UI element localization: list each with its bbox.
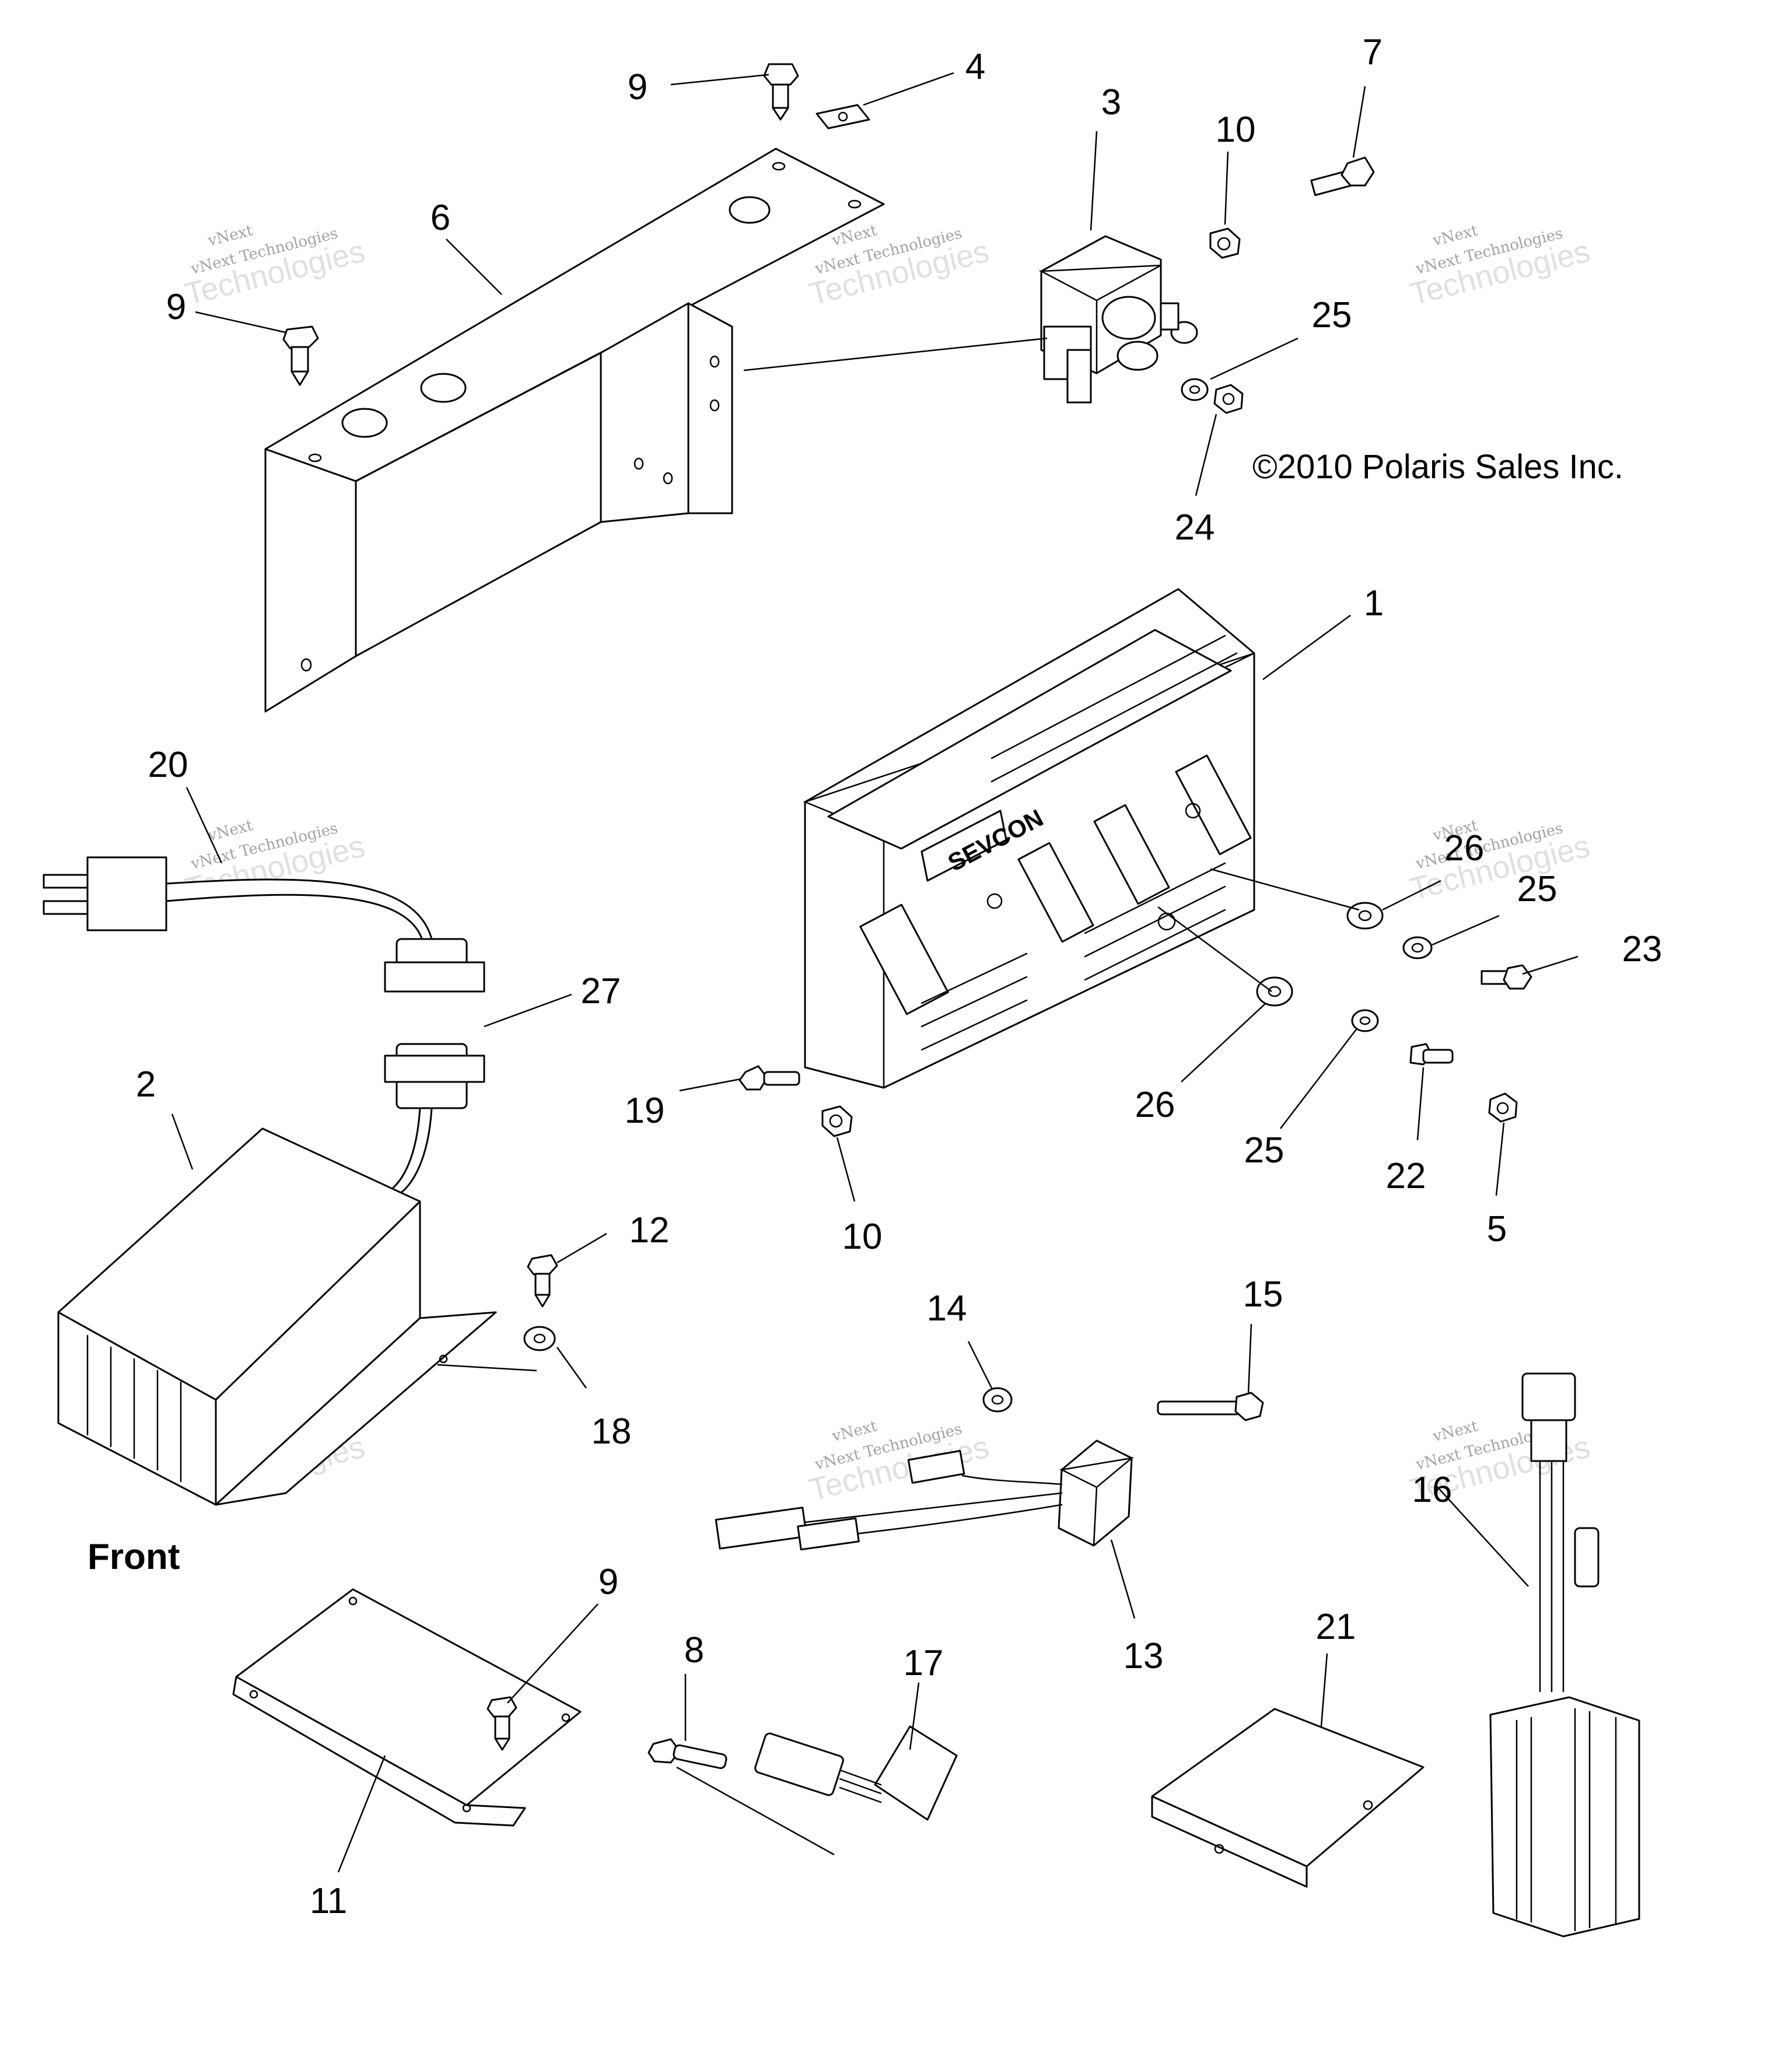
callout-2: 2 (136, 1064, 156, 1105)
screw-part (282, 325, 319, 386)
callout-11: 11 (310, 1881, 347, 1921)
callout-7: 7 (1363, 32, 1382, 72)
callout-24: 24 (1175, 507, 1215, 548)
inline-connector-part (384, 938, 485, 1109)
callout-12: 12 (629, 1210, 670, 1250)
callout-4: 4 (965, 47, 985, 87)
callout-25: 25 (1244, 1130, 1284, 1171)
module-part (754, 1725, 958, 1821)
callout-15: 15 (1243, 1274, 1283, 1315)
washer-part (1402, 936, 1433, 959)
screw-part (527, 1254, 558, 1308)
screw-part (763, 63, 799, 121)
hex-nut-part (1488, 1092, 1518, 1123)
callout-22: 22 (1386, 1156, 1426, 1196)
callout-19: 19 (625, 1091, 665, 1131)
bolt-part (1310, 156, 1375, 197)
washer-part (1181, 378, 1209, 401)
callout-18: 18 (592, 1411, 632, 1452)
callout-3: 3 (1101, 82, 1121, 122)
bolt-part (648, 1738, 727, 1770)
callout-23: 23 (1622, 929, 1662, 969)
callout-25: 25 (1312, 295, 1352, 335)
callout-9: 9 (166, 287, 186, 327)
bolt-part (1157, 1392, 1264, 1421)
callout-1: 1 (1364, 583, 1384, 623)
callout-21: 21 (1316, 1607, 1356, 1647)
hex-nut-part (1213, 384, 1244, 414)
washer-part (1256, 976, 1293, 1007)
callout-8: 8 (684, 1630, 704, 1670)
grommet-part (982, 1387, 1013, 1413)
callout-26: 26 (1444, 828, 1485, 868)
watermark-top: vNext (1431, 1417, 1480, 1445)
solenoid-part (1038, 235, 1198, 404)
callout-9: 9 (628, 67, 648, 107)
watermark-top: vNext (830, 1417, 879, 1445)
bolt-part (738, 1065, 800, 1091)
bracket-plate-part (232, 1588, 582, 1827)
mounting-bracket-part (264, 148, 885, 713)
callout-6: 6 (430, 198, 450, 238)
copyright-notice: ©2010 Polaris Sales Inc. (1252, 448, 1623, 486)
callout-26: 26 (1135, 1085, 1175, 1125)
washer-part (1346, 902, 1384, 930)
cover-plate-part (1151, 1708, 1424, 1888)
callout-9: 9 (598, 1562, 618, 1602)
watermark-top: vNext (206, 817, 255, 845)
callout-27: 27 (581, 971, 621, 1011)
controller-part: SEVCON (803, 588, 1255, 1089)
callout-labels: 9 4 3 7 10 6 9 25 24 1 20 26 25 23 27 2 … (136, 32, 1662, 1921)
callout-16: 16 (1412, 1470, 1452, 1510)
callout-17: 17 (904, 1643, 944, 1683)
flange-nut-part (1209, 227, 1241, 259)
callout-5: 5 (1487, 1209, 1507, 1249)
flange-nut-part (821, 1105, 853, 1137)
callout-10: 10 (842, 1217, 883, 1257)
clip-nut-part (816, 104, 870, 129)
callout-10: 10 (1216, 110, 1256, 150)
callout-13: 13 (1124, 1636, 1164, 1676)
cable-harness-part (43, 856, 433, 1200)
callout-20: 20 (148, 745, 188, 785)
leader-lines (171, 72, 1578, 1873)
fuse-holder-part (1489, 1372, 1640, 1938)
clip-nut-part (523, 1326, 556, 1351)
stud-part (1409, 1043, 1454, 1066)
watermark-top: vNext (1431, 222, 1480, 250)
wire-harness-part (715, 1439, 1135, 1551)
converter-box-part (57, 1127, 497, 1506)
bolt-part (1480, 964, 1532, 990)
callout-25: 25 (1517, 869, 1558, 909)
washer-part (1351, 1009, 1379, 1032)
watermark-top: vNext (206, 222, 255, 250)
front-direction-label: Front (88, 1537, 180, 1577)
callout-14: 14 (927, 1288, 967, 1329)
